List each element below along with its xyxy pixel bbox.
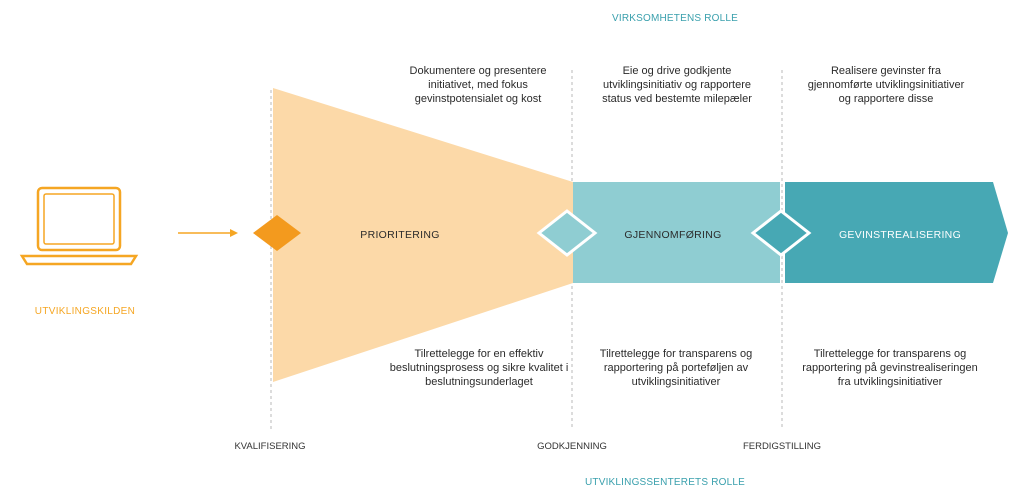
business-role-gjennomforing: Eie og drive godkjente utviklingsinitiat…	[602, 65, 752, 105]
center-role-gevinstrealisering: Tilrettelegge for transparens og rapport…	[802, 348, 978, 388]
header-center-role: UTVIKLINGSSENTERETS ROLLE	[584, 477, 746, 488]
gjennomforing-band	[573, 182, 780, 283]
phase-label-gevinstrealisering: GEVINSTREALISERING	[838, 229, 962, 241]
business-role-gevinstrealisering: Realisere gevinster fra gjennomførte utv…	[807, 65, 965, 105]
gate-label-kvalifisering: KVALIFISERING	[234, 441, 306, 452]
gate-label-ferdigstilling: FERDIGSTILLING	[742, 441, 822, 452]
phase-label-gjennomforing: GJENNOMFØRING	[624, 229, 722, 241]
business-role-prioritering: Dokumentere og presentere initiativet, m…	[409, 65, 547, 105]
center-role-gjennomforing: Tilrettelegge for transparens og rapport…	[599, 348, 753, 388]
flow-arrow	[178, 229, 238, 237]
source-label: UTVIKLINGSKILDEN	[34, 306, 136, 317]
godkjenning-diamond	[536, 209, 598, 257]
phase-label-prioritering: PRIORITERING	[360, 229, 440, 241]
center-role-prioritering: Tilrettelegge for en effektiv beslutning…	[389, 348, 569, 388]
prioritering-funnel	[273, 88, 573, 382]
kvalifisering-diamond	[253, 215, 301, 251]
ferdigstilling-diamond	[750, 209, 812, 257]
gate-label-godkjenning: GODKJENNING	[537, 441, 607, 452]
gevinstrealisering-arrow	[785, 182, 1008, 283]
laptop-icon	[19, 186, 139, 266]
header-business-role: VIRKSOMHETENS ROLLE	[611, 13, 739, 24]
